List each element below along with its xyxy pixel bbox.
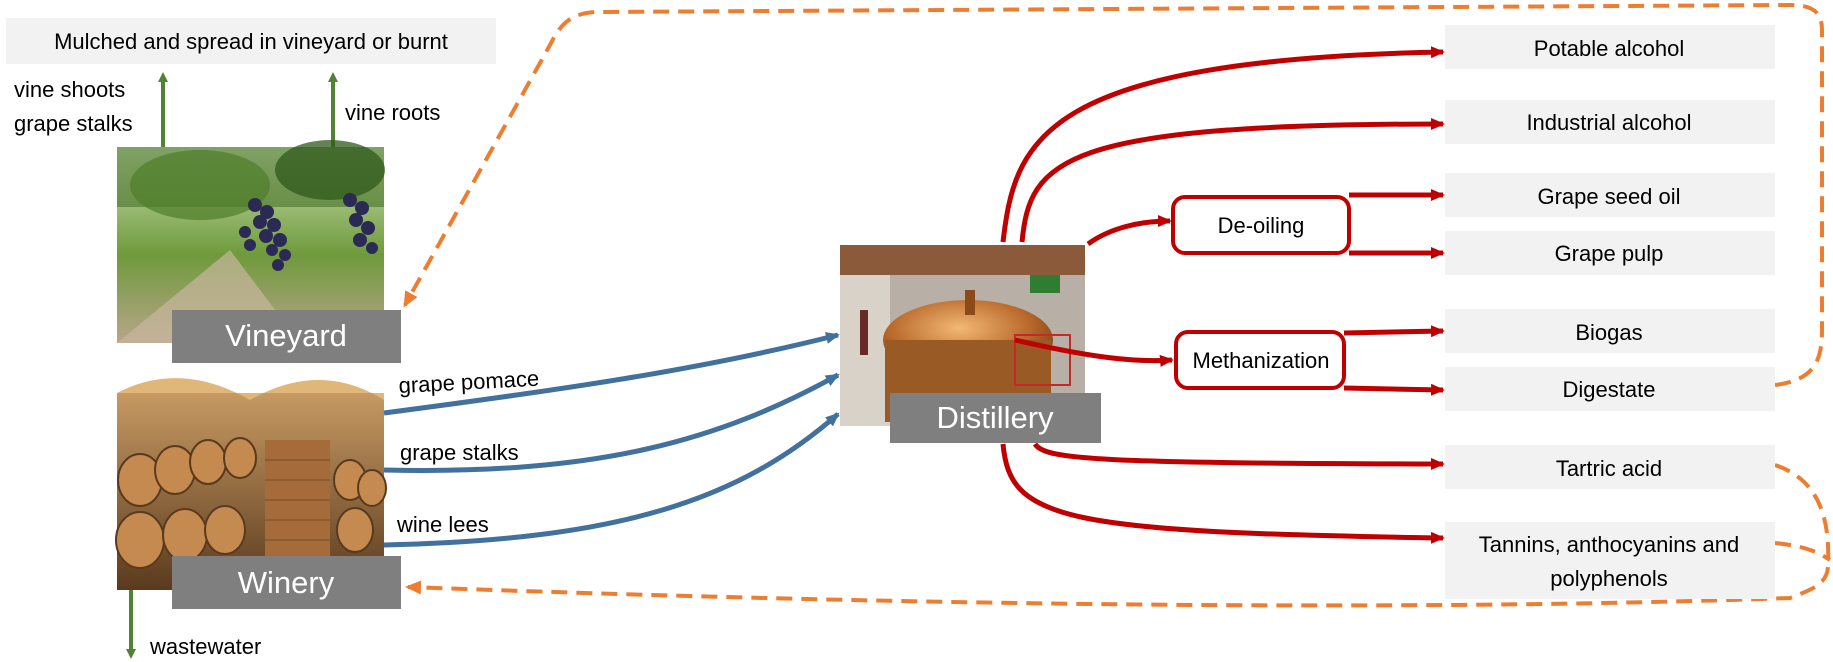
- distillery-label: Distillery: [936, 400, 1054, 435]
- grape-stalks-label-top: grape stalks: [14, 111, 133, 136]
- product-biogas-label: Biogas: [1575, 320, 1642, 345]
- biogas-flow: [1343, 325, 1445, 338]
- recycle-loop-to-winery: [405, 463, 1831, 608]
- distillery-label-box: [890, 393, 1101, 443]
- vineyard-label-box: [172, 310, 401, 363]
- product-grape-seed-oil-label: Grape seed oil: [1537, 184, 1680, 209]
- product-digestate: [1445, 367, 1775, 411]
- product-industrial-alcohol-label: Industrial alcohol: [1526, 110, 1691, 135]
- methanization-box: [1174, 330, 1346, 390]
- product-grape-pulp: [1445, 231, 1775, 275]
- product-tannins-label-line1: Tannins, anthocyanins and: [1479, 532, 1740, 557]
- vineyard-label: Vineyard: [225, 318, 347, 353]
- product-tannins: [1445, 522, 1775, 599]
- methanization-input-flow: [1014, 337, 1174, 367]
- grape-stalks-flow: [383, 372, 840, 473]
- vine-roots-label: vine roots: [345, 100, 440, 125]
- wastewater-label: wastewater: [149, 634, 261, 659]
- recycle-branch-tannins: [1774, 541, 1832, 562]
- winery-label-box: [172, 556, 401, 609]
- methanization-label: Methanization: [1193, 348, 1330, 373]
- product-tartaric-acid-label: Tartric acid: [1556, 456, 1662, 481]
- product-grape-seed-oil: [1445, 173, 1775, 217]
- product-potable-alcohol: [1445, 25, 1775, 69]
- potable-alcohol-flow: [1000, 46, 1445, 243]
- vine-shoots-label: vine shoots: [14, 77, 125, 102]
- tannins-flow: [1000, 443, 1445, 544]
- grape-stalks-label: grape stalks: [400, 440, 519, 465]
- wine-lees-flow: [383, 412, 840, 548]
- deoiling-input-flow: [1086, 215, 1172, 247]
- product-industrial-alcohol: [1445, 100, 1775, 144]
- winery-label: Winery: [238, 565, 335, 600]
- wine-lees-label: wine lees: [396, 512, 489, 537]
- product-tartaric-acid: [1445, 445, 1775, 489]
- product-digestate-label: Digestate: [1563, 377, 1656, 402]
- deoiling-label: De-oiling: [1218, 213, 1305, 238]
- product-biogas: [1445, 309, 1775, 353]
- industrial-alcohol-flow: [1019, 118, 1445, 243]
- mulch-box-label: Mulched and spread in vineyard or burnt: [54, 29, 448, 54]
- digestate-flow: [1343, 383, 1445, 396]
- mulch-box: [6, 18, 496, 64]
- deoiling-box: [1171, 195, 1351, 255]
- product-tannins-label-line2: polyphenols: [1550, 566, 1667, 591]
- grape-pomace-flow: [383, 332, 840, 416]
- tartaric-acid-flow: [1032, 442, 1445, 470]
- recycle-loop-to-vineyard: [403, 2, 1824, 387]
- product-grape-pulp-label: Grape pulp: [1555, 241, 1664, 266]
- product-potable-alcohol-label: Potable alcohol: [1534, 36, 1684, 61]
